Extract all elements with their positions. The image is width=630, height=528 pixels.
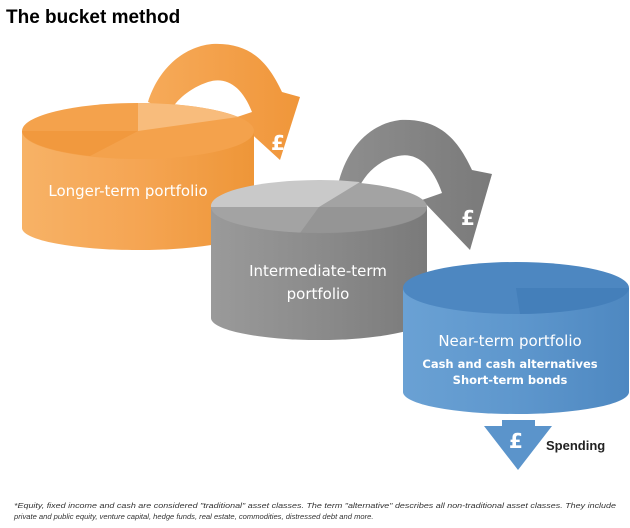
bucket-label-line-2: portfolio [287, 285, 350, 303]
bucket-body [403, 288, 629, 414]
bucket-near-term: Near-term portfolio Cash and cash altern… [403, 262, 629, 414]
arrow-3: £ [484, 420, 552, 470]
page-title: The bucket method [6, 7, 180, 28]
bucket-label-line-1: Intermediate-term [249, 262, 387, 280]
bucket-top-highlight [210, 180, 360, 207]
bucket-label: Longer-term portfolio [48, 182, 207, 200]
bucket-top-shade [516, 288, 629, 314]
bucket-body [211, 207, 427, 340]
bucket-top-shade [300, 207, 428, 234]
bucket-longer-term: Longer-term portfolio [22, 103, 254, 250]
pound-symbol: £ [271, 131, 285, 155]
arrow-1: £ [148, 43, 300, 160]
bucket-top-shade [22, 131, 138, 156]
spending-label: Spending [546, 438, 605, 453]
down-arrow-icon [484, 420, 552, 470]
pound-symbol: £ [509, 429, 523, 453]
bucket-intermediate-term: Intermediate-term portfolio [210, 180, 428, 340]
footnote-line-1: *Equity, fixed income and cash are consi… [14, 501, 616, 510]
bucket-body [22, 131, 254, 250]
pound-symbol: £ [461, 206, 475, 230]
footnote-line-2: private and public equity, venture capit… [13, 512, 374, 521]
arrow-2: £ [338, 119, 492, 251]
bucket-sub-line-2: Short-term bonds [453, 373, 568, 387]
bucket-sub-line-1: Cash and cash alternatives [422, 357, 597, 371]
bucket-top-highlight [138, 103, 238, 131]
curved-arrow-icon [338, 119, 492, 251]
curved-arrow-icon [148, 43, 300, 160]
bucket-label: Near-term portfolio [438, 332, 581, 350]
